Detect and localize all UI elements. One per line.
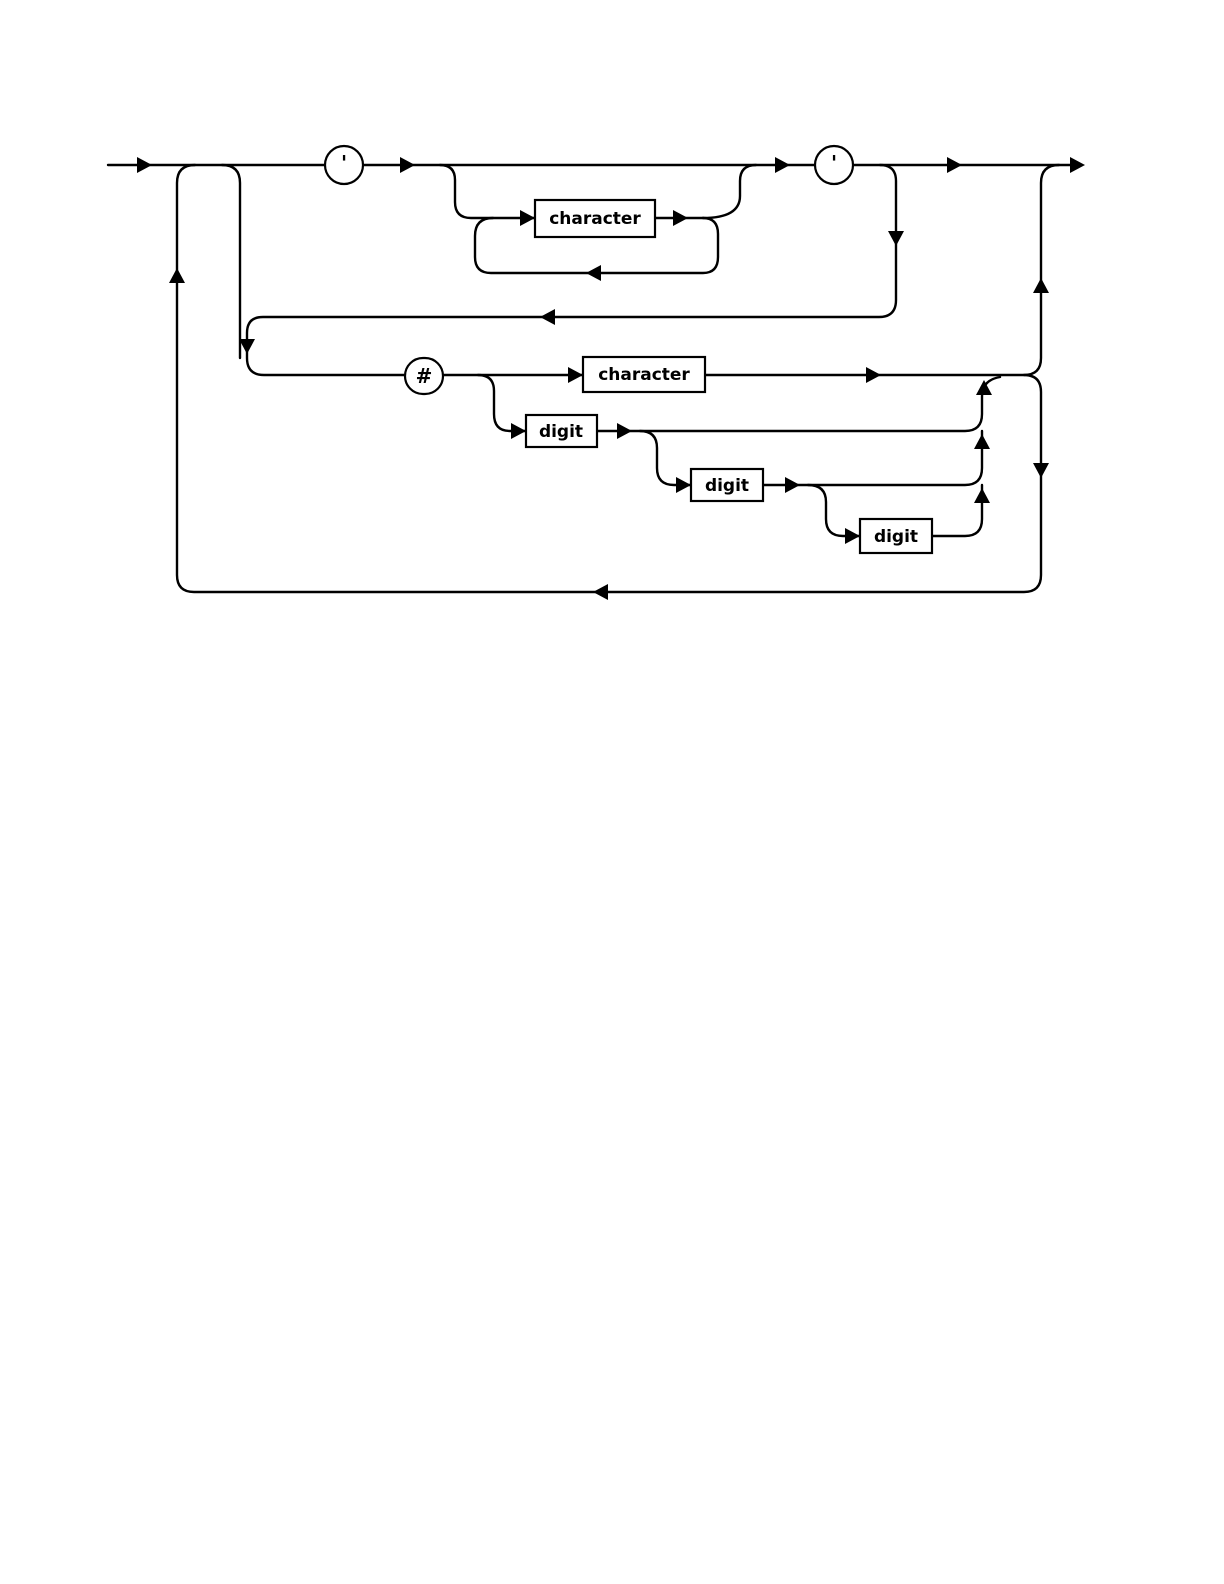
- digit1-box: digit: [526, 415, 597, 447]
- arrow-repeat-up: [169, 268, 185, 283]
- quote-character-box: character: [535, 200, 655, 237]
- arrow-after-digit1: [617, 423, 632, 439]
- hash-character-label: character: [598, 365, 690, 385]
- quote-character-label: character: [549, 209, 641, 229]
- digit3-exit-line: [932, 485, 982, 536]
- close-quote-label: ': [831, 151, 837, 175]
- digit3-branch-in: [808, 485, 860, 536]
- digit2-label: digit: [705, 476, 749, 496]
- arrow-digit2-up: [974, 434, 990, 449]
- arrow-after-quote-down: [888, 231, 904, 246]
- arrow-after-quote-character: [673, 210, 688, 226]
- hash-branch-descent: [222, 165, 240, 358]
- arrow-to-quote-character: [520, 210, 535, 226]
- arrow-return-left: [540, 309, 555, 325]
- arrow-repeat-left: [593, 584, 608, 600]
- arrow-to-digit1: [511, 423, 526, 439]
- arrow-exit-branch-up: [1033, 278, 1049, 293]
- digit3-box: digit: [860, 519, 932, 553]
- digit1-label: digit: [539, 422, 583, 442]
- arrow-exit: [1070, 157, 1085, 173]
- arrow-quote-char-loop-back: [586, 265, 601, 281]
- digit2-box: digit: [691, 469, 763, 501]
- quote-char-branch-in: [440, 165, 535, 218]
- hash-character-box: character: [583, 357, 705, 392]
- hash-label: #: [416, 364, 433, 388]
- arrow-after-hash-character: [866, 367, 881, 383]
- arrow-hash-branch-down: [239, 339, 255, 354]
- arrow-to-close-quote: [775, 157, 790, 173]
- close-quote-terminal: ': [815, 146, 853, 184]
- arrow-to-digit2: [676, 477, 691, 493]
- digit3-label: digit: [874, 527, 918, 547]
- arrow-repeat-down: [1033, 463, 1049, 478]
- digit2-branch-in: [640, 431, 691, 485]
- arrow-after-close-quote: [947, 157, 962, 173]
- arrow-to-digit3: [845, 528, 860, 544]
- digit1-branch-in: [478, 375, 526, 431]
- quote-char-branch-out: [703, 165, 756, 218]
- hash-character-exit-line: [705, 165, 1059, 375]
- open-quote-terminal: ': [325, 146, 363, 184]
- hash-terminal: #: [405, 358, 443, 394]
- open-quote-label: ': [341, 151, 347, 175]
- arrow-after-open-quote: [400, 157, 415, 173]
- arrow-entry: [137, 157, 152, 173]
- after-quote-return-line: [247, 165, 896, 375]
- arrow-to-hash-character: [568, 367, 583, 383]
- arrow-digit3-up: [974, 488, 990, 503]
- digit2-exit-line: [763, 431, 982, 485]
- arrow-after-digit2: [785, 477, 800, 493]
